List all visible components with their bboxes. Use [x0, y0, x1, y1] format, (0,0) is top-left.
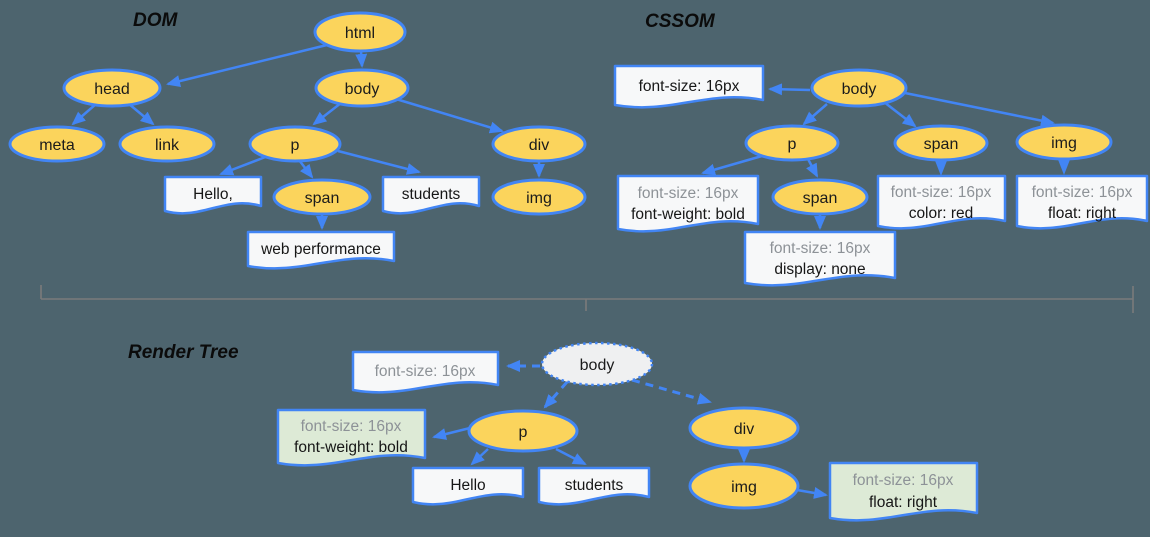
svg-text:font-size: 16px: font-size: 16px [375, 363, 476, 380]
svg-text:display: none: display: none [774, 261, 865, 278]
svg-text:font-size: 16px: font-size: 16px [1032, 184, 1133, 201]
render-textbox-students: students [537, 466, 651, 506]
svg-text:span: span [924, 136, 959, 153]
dom-node-body: body [314, 68, 410, 108]
svg-text:p: p [788, 136, 797, 153]
edge-body-p [312, 102, 342, 126]
svg-text:span: span [803, 190, 838, 207]
svg-text:img: img [526, 190, 552, 207]
svg-text:html: html [345, 25, 375, 42]
svg-text:font-size: 16px: font-size: 16px [638, 185, 739, 202]
dom-node-span: span [272, 178, 372, 216]
svg-text:Hello: Hello [450, 477, 485, 494]
edge-body-bodyrule [768, 83, 811, 96]
edge-p-prule [701, 154, 763, 176]
edge-img-floatrule [1057, 157, 1071, 175]
cssom-title: CSSOM [645, 11, 716, 32]
cssom-node-span-child: span [771, 178, 869, 216]
svg-text:link: link [155, 137, 180, 154]
dom-node-link: link [118, 125, 216, 163]
edge-p-hello [219, 154, 269, 176]
svg-text:body: body [842, 81, 877, 98]
svg-text:meta: meta [39, 137, 75, 154]
dom-node-p: p [248, 125, 342, 163]
cssom-section: CSSOM font-size: 16px font-size: 16px fo… [613, 11, 1149, 287]
edge-p-prule [432, 426, 471, 440]
svg-text:div: div [529, 137, 549, 154]
cssom-rulebox-img: font-size: 16px float: right [1015, 174, 1149, 230]
edge-body-div [631, 378, 712, 405]
edge-img-imgrule [796, 487, 828, 499]
svg-text:font-size: 16px: font-size: 16px [301, 418, 402, 435]
dom-textbox-web-performance: web performance [246, 230, 396, 270]
edge-body-span [883, 101, 917, 128]
dom-textbox-students: students [381, 175, 481, 215]
edge-p-students [337, 149, 421, 175]
edge-html-body [355, 50, 368, 68]
section-divider-brace [40, 285, 1134, 313]
cssom-node-body: body [810, 68, 908, 108]
svg-text:font-size: 16px: font-size: 16px [770, 240, 871, 257]
edge-body-div [395, 97, 504, 134]
svg-text:font-size: 16px: font-size: 16px [639, 78, 740, 95]
svg-text:font-size: 16px: font-size: 16px [853, 472, 954, 489]
render-node-body: body [540, 341, 654, 387]
svg-text:img: img [1051, 135, 1077, 152]
svg-text:students: students [402, 186, 461, 203]
svg-text:p: p [291, 137, 300, 154]
edge-p-span [298, 159, 314, 179]
svg-text:font-weight: bold: font-weight: bold [294, 439, 408, 456]
svg-text:float: right: float: right [869, 494, 938, 511]
svg-text:web performance: web performance [260, 241, 381, 258]
render-node-p: p [467, 409, 579, 453]
edge-p-span [806, 158, 819, 178]
svg-text:color: red: color: red [909, 205, 974, 222]
dom-node-img: img [491, 178, 587, 216]
render-rulebox-img: font-size: 16px float: right [828, 461, 979, 522]
edge-p-students [555, 447, 587, 466]
render-textbox-hello: Hello [411, 466, 525, 506]
dom-title: DOM [133, 10, 179, 31]
dom-section: DOM Hello, students web performance html [8, 10, 587, 270]
svg-text:Hello,: Hello, [193, 186, 233, 203]
svg-text:span: span [305, 190, 340, 207]
dom-node-meta: meta [8, 125, 106, 163]
svg-text:font-weight: bold: font-weight: bold [631, 206, 745, 223]
cssom-rulebox-span-child: font-size: 16px display: none [743, 230, 897, 287]
svg-text:font-size: 16px: font-size: 16px [891, 184, 992, 201]
cssom-rulebox-span-top: font-size: 16px color: red [876, 174, 1007, 230]
cssom-rulebox-body: font-size: 16px [613, 64, 765, 109]
dom-node-head: head [62, 68, 162, 108]
render-rulebox-body: font-size: 16px [351, 350, 500, 394]
svg-text:students: students [565, 477, 624, 494]
render-tree-section: Render Tree font-size: 16px font-size: 1… [128, 341, 979, 522]
render-rulebox-p: font-size: 16px font-weight: bold [276, 408, 427, 467]
render-node-div: div [688, 406, 800, 450]
cssom-node-span-top: span [893, 124, 989, 162]
render-tree-title: Render Tree [128, 342, 239, 363]
svg-text:img: img [731, 479, 757, 496]
edge-body-p [802, 103, 828, 126]
svg-text:body: body [580, 357, 615, 374]
edge-html-head [166, 42, 332, 87]
dom-node-div: div [491, 125, 587, 163]
svg-text:div: div [734, 421, 754, 438]
render-node-img: img [688, 462, 800, 510]
cssom-node-img: img [1015, 123, 1113, 161]
dom-textbox-hello: Hello, [163, 175, 263, 215]
svg-text:body: body [345, 81, 380, 98]
svg-text:p: p [519, 424, 528, 441]
dom-node-html: html [313, 11, 407, 53]
edge-body-img [904, 91, 1055, 127]
edge-body-p [543, 381, 569, 409]
svg-text:head: head [94, 81, 130, 98]
edge-head-link [128, 103, 155, 126]
cssom-node-p: p [744, 124, 840, 162]
edge-span-colorrule [934, 158, 948, 176]
edge-head-meta [71, 103, 97, 126]
cssom-rulebox-p: font-size: 16px font-weight: bold [616, 174, 760, 233]
edge-p-hello [470, 448, 489, 466]
svg-text:float: right: float: right [1048, 205, 1117, 222]
